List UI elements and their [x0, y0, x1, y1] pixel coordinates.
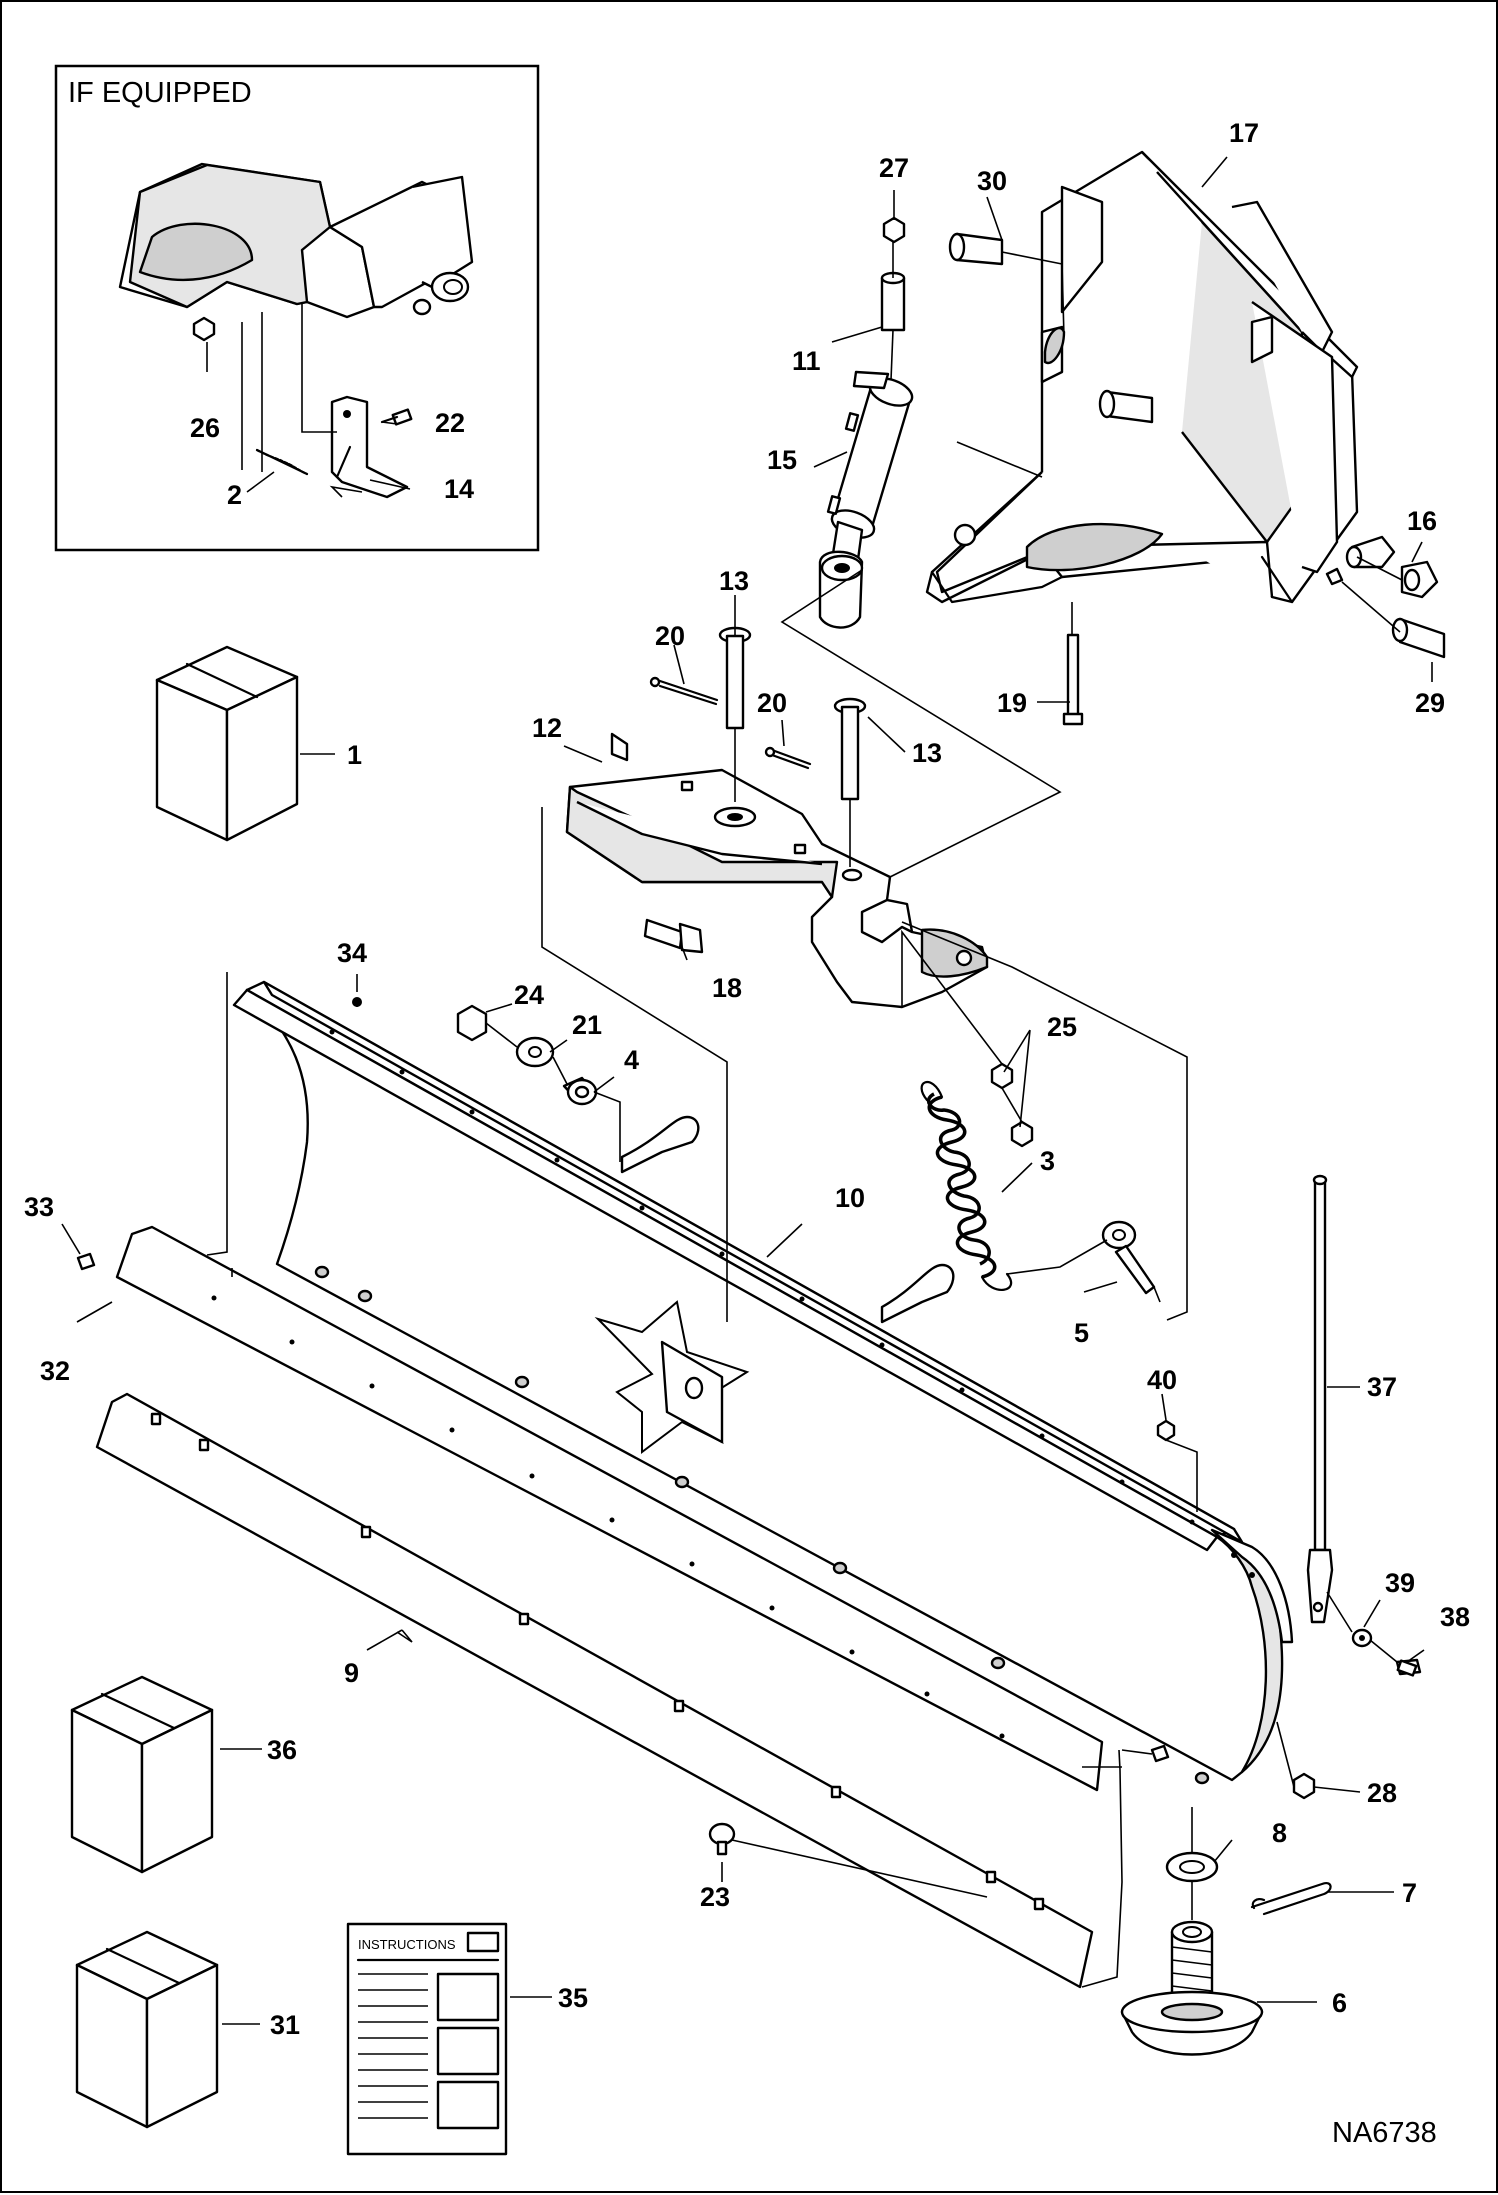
nut-28 — [1292, 1772, 1316, 1800]
callout-26: 26 — [190, 413, 220, 443]
callout-10: 10 — [835, 1183, 865, 1213]
frame-pin — [1098, 389, 1154, 424]
manual-title: INSTRUCTIONS — [358, 1937, 456, 1952]
washer-21 — [515, 1036, 555, 1068]
pin-13-right — [833, 697, 867, 867]
callout-38: 38 — [1440, 1602, 1470, 1632]
callout-5: 5 — [1074, 1318, 1089, 1348]
spacer-4 — [562, 1076, 598, 1106]
callout-37: 37 — [1367, 1372, 1397, 1402]
nut-40 — [1156, 1419, 1176, 1442]
a-frame-17 — [925, 150, 1359, 604]
spring-2 — [255, 448, 309, 476]
assembly-lines — [206, 242, 1403, 1988]
drawing-number: NA6738 — [1332, 2117, 1437, 2149]
callout-7: 7 — [1402, 1878, 1417, 1908]
callout-1: 1 — [347, 740, 362, 770]
callout-31: 31 — [270, 2010, 300, 2040]
bolt-19 — [1062, 633, 1084, 726]
callout-leaders — [61, 156, 1433, 2025]
kit-box-1 — [155, 645, 299, 842]
callout-25: 25 — [1047, 1012, 1077, 1042]
callout-29: 29 — [1415, 688, 1445, 718]
cutting-edge-9 — [95, 1392, 1094, 1989]
skid-shoe-6 — [1120, 1920, 1264, 2056]
callout-32: 32 — [40, 1356, 70, 1386]
callout-40: 40 — [1147, 1365, 1177, 1395]
carriage-bolt-23 — [708, 1822, 736, 1856]
callout-19: 19 — [997, 688, 1027, 718]
pin-29 — [1391, 617, 1446, 659]
callout-11: 11 — [792, 346, 821, 376]
callout-36: 36 — [267, 1735, 297, 1765]
callout-33: 33 — [24, 1192, 54, 1222]
washer-8 — [1165, 1851, 1219, 1883]
eyebolt-5 — [1101, 1220, 1156, 1295]
callout-14: 14 — [444, 474, 474, 504]
inset-frame — [54, 64, 540, 552]
kit-box-36 — [70, 1675, 214, 1874]
inset-frame-section-drawing — [118, 162, 474, 319]
inset-title: IF EQUIPPED — [68, 77, 252, 109]
callout-15: 15 — [767, 445, 797, 475]
callout-16: 16 — [1407, 506, 1437, 536]
instruction-manual-35: INSTRUCTIONS — [346, 1922, 508, 2156]
callout-35: 35 — [558, 1983, 588, 2013]
bolt-33 — [76, 1252, 96, 1271]
callout-20b: 20 — [757, 688, 787, 718]
nut-27 — [882, 216, 906, 244]
bolt-22 — [380, 408, 413, 426]
pivot-frame-12 — [565, 732, 989, 1009]
bolt-18 — [643, 918, 704, 954]
callout-24: 24 — [514, 980, 544, 1010]
cutting-edge-32 — [115, 1225, 1104, 1792]
spacer-11 — [880, 271, 906, 332]
callout-12: 12 — [532, 713, 562, 743]
callout-13b: 13 — [912, 738, 942, 768]
callout-6: 6 — [1332, 1988, 1347, 2018]
spring-3 — [920, 1080, 1013, 1291]
kit-box-31 — [75, 1930, 219, 2129]
cotter-pin-20-right — [764, 746, 812, 770]
callout-9: 9 — [344, 1658, 359, 1688]
washer-39 — [1351, 1628, 1373, 1648]
callout-30: 30 — [977, 166, 1007, 196]
callout-4: 4 — [624, 1045, 639, 1075]
callout-17: 17 — [1229, 118, 1259, 148]
moldboard-blade-10 — [232, 980, 1294, 1785]
callout-23: 23 — [700, 1882, 730, 1912]
callout-21: 21 — [572, 1010, 602, 1040]
bolt-38 — [1395, 1658, 1422, 1677]
callout-39: 39 — [1385, 1568, 1415, 1598]
callout-3: 3 — [1040, 1146, 1055, 1176]
cotter-pin-20-left — [649, 676, 719, 706]
callout-27: 27 — [879, 153, 909, 183]
hydraulic-cylinder-15 — [818, 370, 914, 629]
bracket-14 — [330, 395, 409, 499]
pin-30 — [948, 232, 1004, 266]
marker-rod-37 — [1306, 1174, 1334, 1624]
callout-20a: 20 — [655, 621, 685, 651]
callout-13a: 13 — [719, 566, 749, 596]
callout-18: 18 — [712, 973, 742, 1003]
blade-end-bolt — [1150, 1744, 1170, 1763]
nut-26 — [192, 316, 216, 342]
bushing-16 — [1325, 535, 1439, 599]
callout-8: 8 — [1272, 1818, 1287, 1848]
nut-24 — [456, 1004, 488, 1042]
callout-22: 22 — [435, 408, 465, 438]
callout-numbers: 1 2 3 4 5 6 7 8 9 10 11 12 13 13 14 15 1… — [24, 118, 1470, 2040]
hairpin-7 — [1250, 1882, 1332, 1916]
callout-34: 34 — [337, 938, 367, 968]
callout-2: 2 — [227, 480, 242, 510]
callout-28: 28 — [1367, 1778, 1397, 1808]
